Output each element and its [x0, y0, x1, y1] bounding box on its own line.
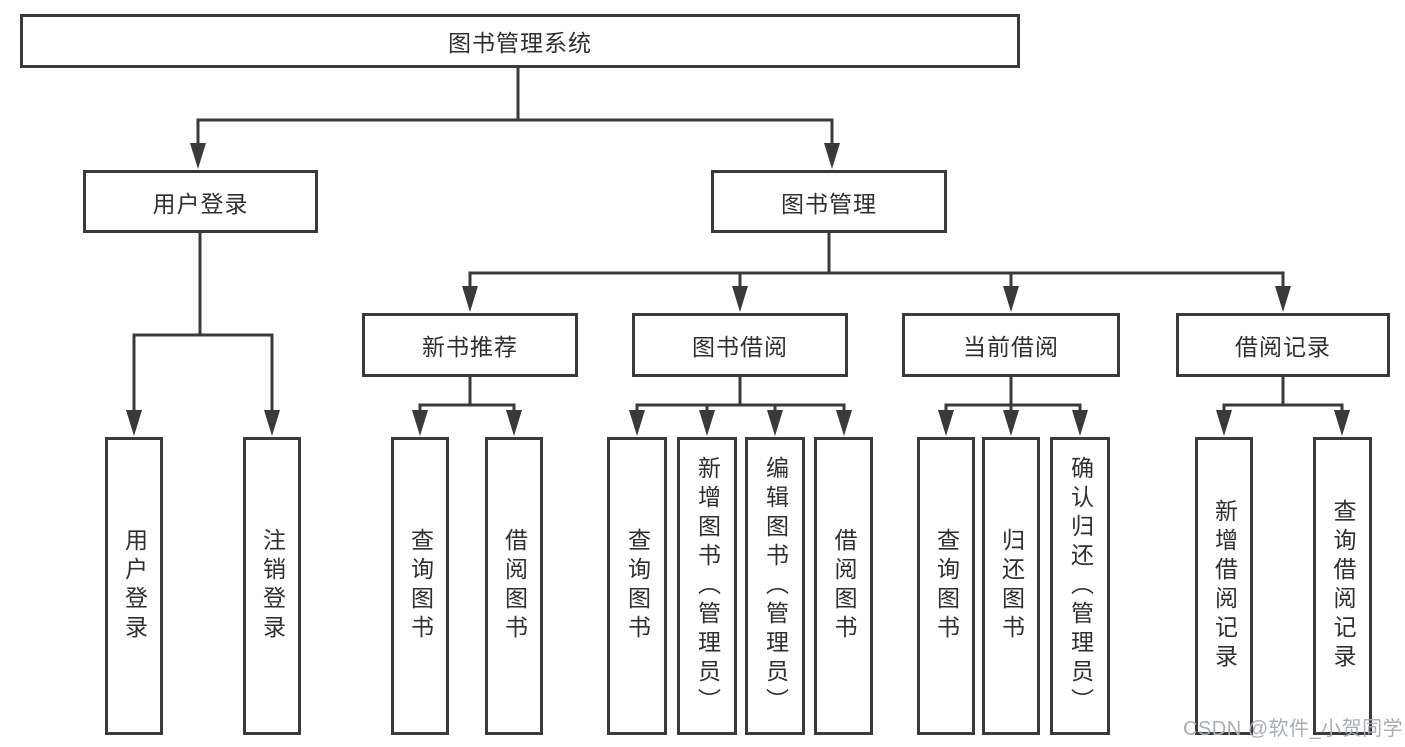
- leaf-label: 确认归还（管理员）: [1067, 455, 1094, 717]
- node-user-login: 用户登录: [83, 170, 318, 233]
- arrowhead: [1072, 410, 1088, 436]
- leaf-label: 查询借阅记录: [1330, 499, 1356, 673]
- arrowhead: [1003, 410, 1019, 436]
- leaf-label: 查询图书: [407, 528, 434, 644]
- arrowhead: [190, 143, 206, 169]
- arrowhead: [699, 410, 715, 436]
- arrowhead: [629, 410, 645, 436]
- leaf-label: 编辑图书（管理员）: [762, 455, 789, 717]
- node-borrowing-records: 借阅记录: [1176, 313, 1390, 377]
- leaf-label: 新增借阅记录: [1211, 499, 1238, 673]
- leaf-label: 查询图书: [624, 528, 651, 644]
- arrowhead: [767, 410, 783, 436]
- connector-new-book-recommend-branch: [412, 375, 522, 436]
- arrowhead: [1275, 286, 1291, 312]
- arrowhead: [412, 410, 428, 436]
- leaf-label: 归还图书: [998, 528, 1025, 644]
- wire: [635, 375, 846, 418]
- wire: [944, 375, 1082, 418]
- leaf-add-books-admin: 新增图书（管理员）: [677, 437, 737, 735]
- arrowhead: [1334, 410, 1350, 436]
- leaf-recommend-query-books: 查询图书: [391, 437, 449, 735]
- leaf-label: 借阅图书: [501, 528, 528, 644]
- leaf-borrowing-query-books: 查询图书: [607, 437, 667, 735]
- wire: [468, 231, 1285, 294]
- node-new-book-recommend: 新书推荐: [362, 313, 578, 377]
- leaf-edit-books-admin: 编辑图书（管理员）: [745, 437, 805, 735]
- node-label: 图书管理系统: [448, 30, 592, 56]
- node-label: 新书推荐: [422, 334, 518, 360]
- connector-borrowing-records-branch: [1216, 375, 1350, 436]
- leaf-current-query-books: 查询图书: [917, 437, 975, 735]
- leaf-label: 用户登录: [121, 528, 148, 644]
- arrowhead: [264, 410, 280, 436]
- node-label: 借阅记录: [1235, 334, 1331, 360]
- leaf-recommend-borrow-books: 借阅图书: [485, 437, 543, 735]
- leaf-label: 借阅图书: [831, 528, 857, 644]
- wire: [132, 231, 274, 418]
- leaf-label: 查询图书: [933, 528, 960, 644]
- connector-book-management-branch: [462, 231, 1291, 312]
- leaf-logout: 注销登录: [243, 437, 301, 735]
- leaf-query-borrow-record: 查询借阅记录: [1313, 437, 1372, 735]
- connector-root-to-level2: [190, 66, 840, 169]
- node-current-borrowing: 当前借阅: [902, 313, 1120, 377]
- node-book-management: 图书管理: [711, 170, 947, 233]
- connector-book-borrowing-branch: [629, 375, 852, 436]
- node-book-borrowing: 图书借阅: [632, 313, 848, 377]
- leaf-label: 新增图书（管理员）: [694, 455, 721, 717]
- node-library-management-system: 图书管理系统: [20, 14, 1020, 68]
- leaf-return-books: 归还图书: [982, 437, 1040, 735]
- arrowhead: [824, 143, 840, 169]
- leaf-user-login: 用户登录: [105, 437, 163, 735]
- arrowhead: [938, 410, 954, 436]
- leaf-add-borrow-record: 新增借阅记录: [1195, 437, 1253, 735]
- arrowhead: [506, 410, 522, 436]
- arrowhead: [1216, 410, 1232, 436]
- leaf-confirm-return-admin: 确认归还（管理员）: [1050, 437, 1110, 735]
- node-label: 图书管理: [781, 190, 877, 217]
- arrowhead: [732, 286, 748, 312]
- arrowhead: [1003, 286, 1019, 312]
- node-label: 用户登录: [152, 190, 249, 217]
- leaf-label: 注销登录: [259, 528, 286, 644]
- connector-current-borrowing-branch: [938, 375, 1088, 436]
- wire: [1222, 375, 1344, 418]
- connector-user-login-branch: [126, 231, 280, 436]
- node-label: 当前借阅: [963, 334, 1059, 360]
- wire: [418, 375, 516, 418]
- arrowhead: [462, 286, 478, 312]
- leaf-borrowing-borrow-books: 借阅图书: [814, 437, 873, 735]
- arrowhead: [126, 410, 142, 436]
- watermark: CSDN @软件_小贺同学: [1183, 718, 1404, 740]
- arrowhead: [836, 410, 852, 436]
- node-label: 图书借阅: [692, 334, 788, 360]
- wire: [196, 66, 834, 151]
